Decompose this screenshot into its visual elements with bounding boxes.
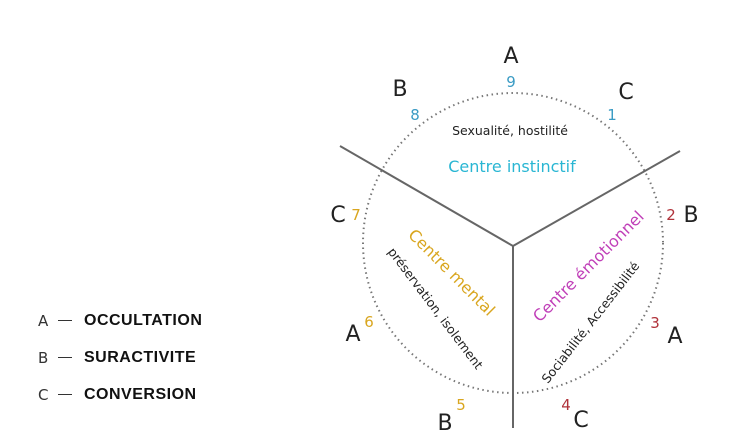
divider-left — [339, 145, 514, 247]
legend-row-c: C CONVERSION — [38, 376, 202, 413]
point-letter-3: A — [667, 324, 682, 349]
point-number-4: 4 — [561, 396, 571, 414]
legend-row-b: B SURACTIVITE — [38, 339, 202, 376]
point-number-2: 2 — [666, 206, 676, 224]
point-number-9: 9 — [506, 73, 516, 91]
point-letter-5: B — [437, 411, 452, 436]
point-letter-1: C — [618, 80, 633, 105]
point-number-7: 7 — [351, 206, 361, 224]
legend-label: OCCULTATION — [84, 311, 203, 329]
point-number-6: 6 — [364, 313, 374, 331]
point-number-5: 5 — [456, 396, 466, 414]
legend-row-a: A OCCULTATION — [38, 302, 202, 339]
legend-dash — [58, 393, 72, 396]
point-number-1: 1 — [607, 106, 617, 124]
legend-label: CONVERSION — [84, 385, 197, 403]
legend-key: A — [38, 311, 49, 330]
instinctif-title: Centre instinctif — [448, 157, 576, 176]
point-number-3: 3 — [650, 314, 660, 332]
point-letter-7: C — [330, 203, 345, 228]
point-letter-4: C — [573, 408, 588, 433]
legend-label: SURACTIVITE — [84, 348, 197, 366]
legend-key: C — [38, 385, 49, 404]
point-letter-6: A — [345, 322, 360, 347]
divider-right — [512, 150, 681, 247]
point-letter-9: A — [503, 44, 518, 69]
legend: A OCCULTATION B SURACTIVITE C CONVERSION — [38, 302, 202, 413]
instinctif-subtitle: Sexualité, hostilité — [452, 123, 568, 138]
legend-dash — [58, 319, 72, 322]
legend-key: B — [38, 348, 49, 367]
point-letter-2: B — [683, 203, 698, 228]
point-number-8: 8 — [410, 106, 420, 124]
point-letter-8: B — [392, 77, 407, 102]
legend-dash — [58, 356, 72, 359]
